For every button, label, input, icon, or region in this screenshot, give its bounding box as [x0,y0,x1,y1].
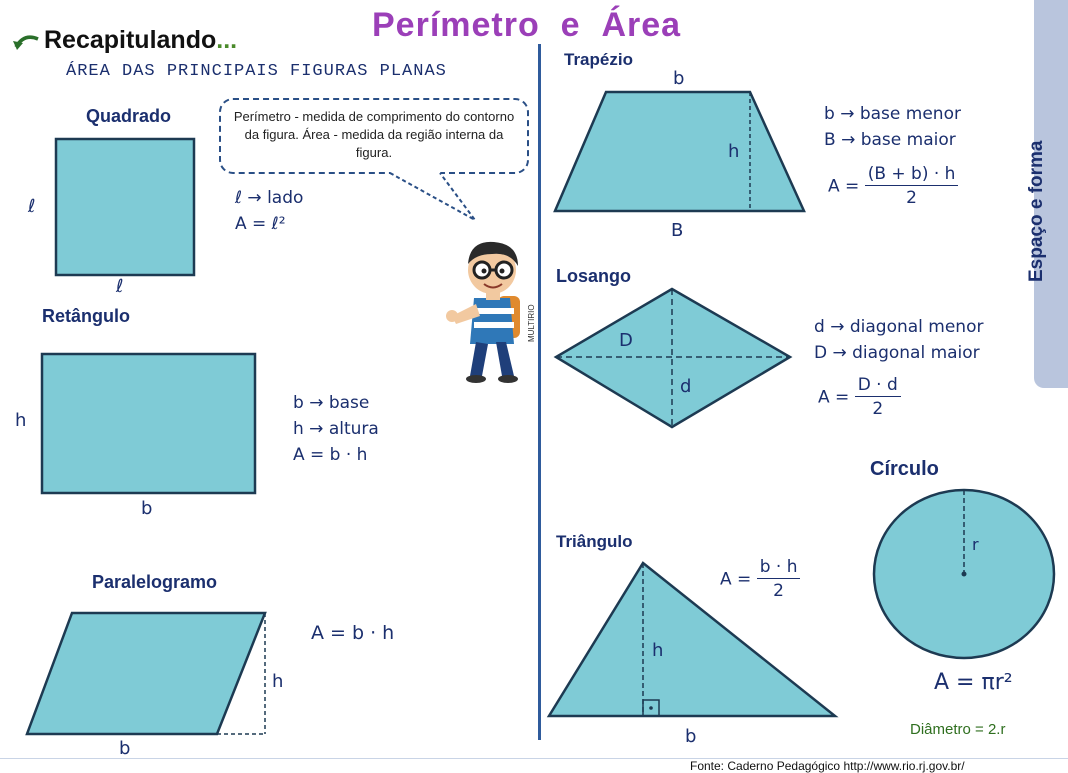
circulo-formula-diametro: Diâmetro = 2.r [910,721,1006,738]
quadrado-shape [54,137,196,277]
retangulo-formula-altura: h → altura [293,419,379,439]
recap-arrow-icon [13,35,39,50]
page-subtitle: ÁREA DAS PRINCIPAIS FIGURAS PLANAS [66,62,447,81]
retangulo-formula-area: A = b · h [293,445,368,465]
triangulo-title: Triângulo [556,532,633,551]
trapezio-height-label: h [728,141,740,162]
losango-formula-diagonal-maior: D → diagonal maior [814,343,980,363]
trapezio-formula-base-maior: B → base maior [824,130,956,150]
triangulo-fraction-den: 2 [773,581,784,601]
triangulo-formula-prefix: A = [720,569,752,590]
footer-line [0,758,1068,759]
side-tab [1034,0,1068,388]
paralelogramo-formula-area: A = b · h [311,622,395,644]
column-divider [538,44,541,740]
losango-d-label: d [680,376,692,397]
losango-formula-diagonal-menor: d → diagonal menor [814,317,984,337]
quadrado-title: Quadrado [86,106,172,126]
losango-fraction-num: D · d [854,374,901,397]
triangulo-height-label: h [652,640,664,661]
page-title: Perímetro e Área [372,6,682,44]
triangulo-shape [546,561,839,718]
trapezio-fraction-den: 2 [906,188,917,208]
losango-D-label: D [619,330,633,351]
quadrado-bottom-label: ℓ [116,276,124,297]
speech-bubble-tail [389,172,476,221]
triangulo-fraction-num: b · h [756,556,801,579]
circulo-title: Círculo [870,458,939,480]
paralelogramo-height-label: h [272,671,284,692]
trapezio-title: Trapézio [564,50,633,69]
triangulo-base-label: b [685,726,697,747]
trapezio-bottom-label: B [671,220,684,241]
quadrado-formula-lado: ℓ → lado [235,188,304,208]
side-tab-label: Espaço e forma [1026,140,1047,283]
trapezio-fraction-num: (B + b) · h [864,163,959,186]
losango-formulas: d → diagonal menor D → diagonal maior [814,314,983,366]
paralelogramo-title: Paralelogramo [92,572,218,592]
recap-heading: Recapitulando... [44,26,238,54]
retangulo-height-label: h [15,410,27,431]
retangulo-shape [40,352,257,495]
losango-shape [553,287,793,429]
losango-fraction-den: 2 [872,399,884,419]
retangulo-base-label: b [141,498,153,519]
circulo-formula-area: A = πr² [934,670,1013,695]
retangulo-formulas: b → base h → altura A = b · h [293,390,379,468]
retangulo-title: Retângulo [42,306,130,326]
trapezio-formula-prefix: A = [828,176,860,197]
image-credit: MULTIRIO [527,304,536,342]
paralelogramo-shape [25,611,267,736]
speech-bubble: Perímetro - medida de comprimento do con… [219,98,529,174]
student-character [446,241,520,383]
circulo-shape [872,488,1056,660]
trapezio-formula-base-menor: b → base menor [824,104,961,124]
quadrado-formula-area: A = ℓ² [235,214,286,234]
quadrado-side-label: ℓ [28,196,36,217]
losango-formula-prefix: A = [818,387,850,408]
paralelogramo-base-label: b [119,738,131,759]
retangulo-formula-base: b → base [293,393,370,413]
trapezio-formulas: b → base menor B → base maior [824,101,961,153]
trapezio-top-label: b [673,68,685,89]
losango-title: Losango [556,266,631,286]
source-note: Fonte: Caderno Pedagógico http://www.rio… [690,759,965,773]
quadrado-formulas: ℓ → lado A = ℓ² [235,185,303,237]
circulo-radius-label: r [972,535,979,554]
trapezio-shape [553,90,806,213]
